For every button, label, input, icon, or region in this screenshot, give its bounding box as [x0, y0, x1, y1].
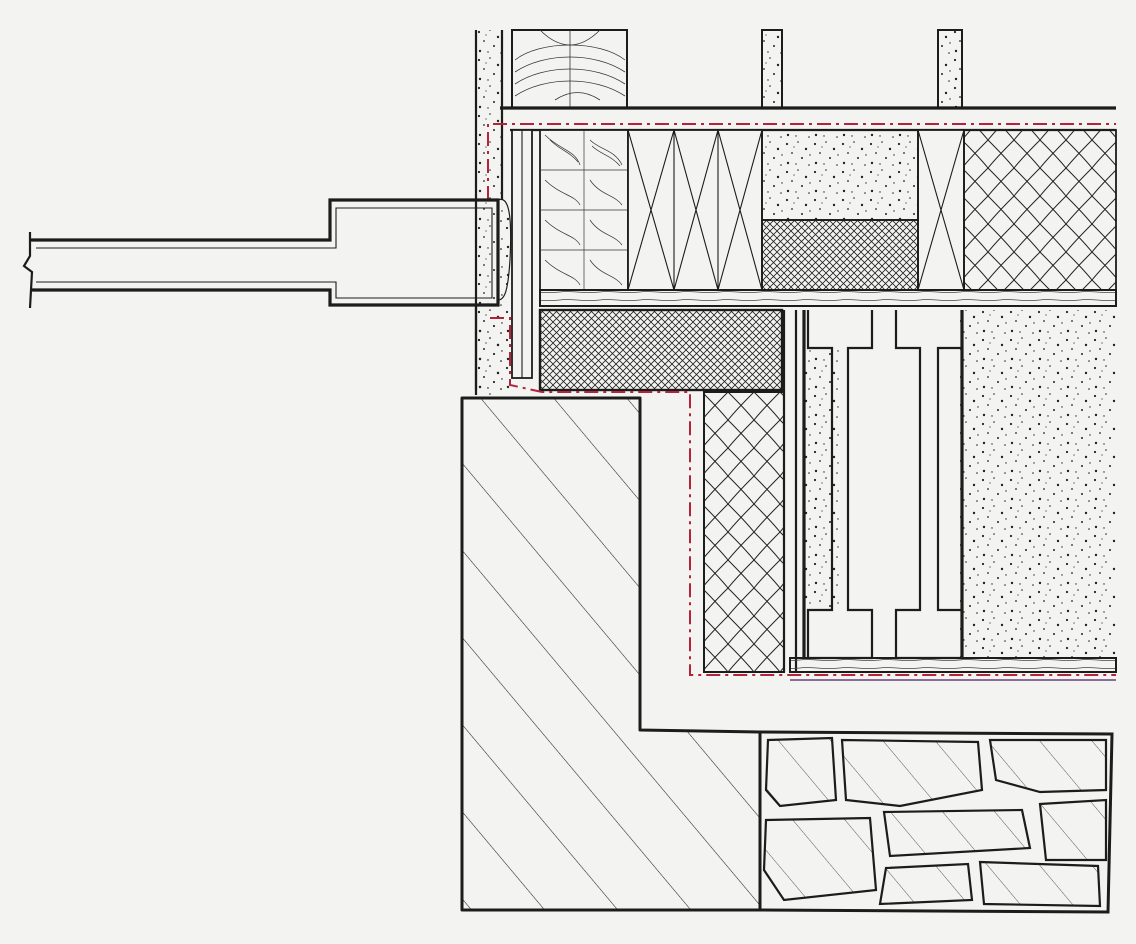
rubble-stone	[758, 730, 1114, 914]
concrete-fill	[761, 129, 919, 291]
upper-wall	[474, 29, 963, 390]
timber-end-grain-top	[514, 29, 626, 108]
sealant-bead	[497, 198, 512, 301]
mineral-wool-insulation	[627, 129, 965, 291]
air-barrier-lower	[490, 317, 1116, 676]
rigid-insulation	[963, 129, 1117, 291]
timber-plank	[539, 289, 1117, 307]
floor-slab	[487, 106, 1117, 307]
lower-wall	[474, 305, 512, 395]
cantilever-member	[22, 198, 500, 309]
timber-end-grain-stack	[540, 130, 628, 290]
vertical-insulation	[703, 391, 785, 673]
concrete-beam	[538, 308, 784, 392]
joist-bay	[789, 310, 1117, 673]
edge-post	[497, 129, 533, 379]
